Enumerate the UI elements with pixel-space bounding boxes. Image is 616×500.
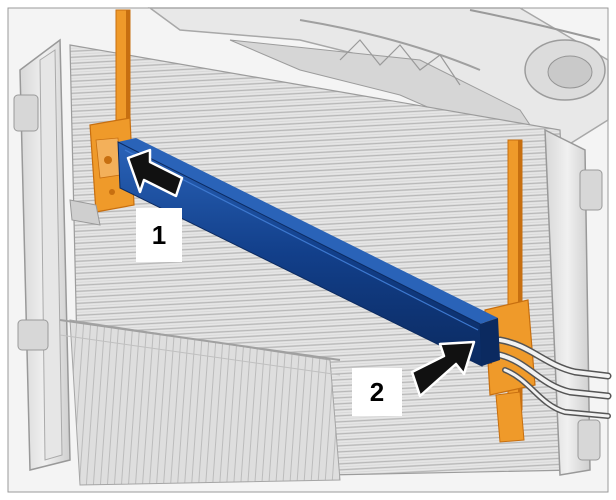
callout-step-1: 1: [136, 208, 182, 262]
callout-step-2: 2: [352, 368, 402, 416]
radiator-left-frame: [13, 38, 71, 471]
push-arrow-icon-2: [410, 340, 476, 398]
cooler-lines: [496, 336, 612, 419]
push-arrow-icon-1: [126, 148, 184, 198]
